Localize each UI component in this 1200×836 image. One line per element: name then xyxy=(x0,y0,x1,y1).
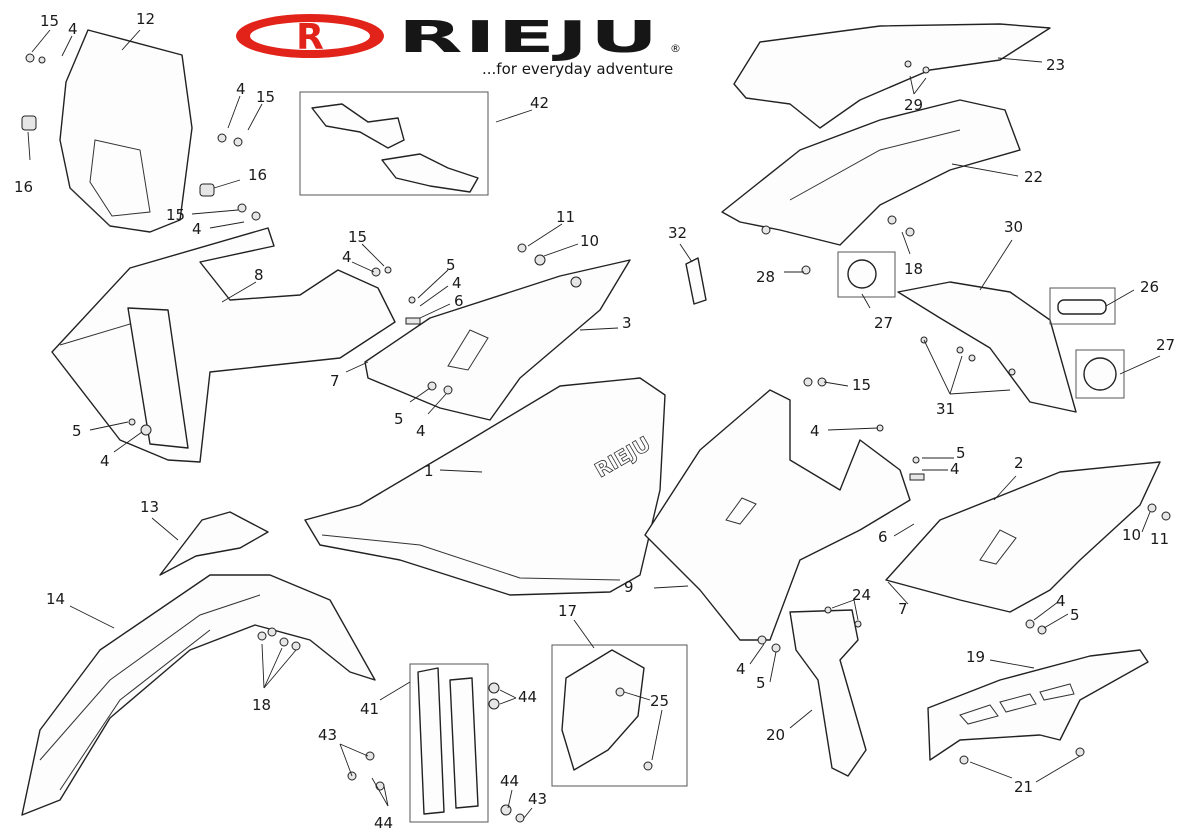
callout: 17 xyxy=(558,602,577,620)
part-8-left-radiator-scoop xyxy=(51,227,396,463)
part-12-headlight-mask xyxy=(59,29,193,233)
brand-name: RIEJU xyxy=(398,12,660,63)
callout: 1 xyxy=(424,462,434,480)
callout: 41 xyxy=(360,700,379,718)
part-32-clip xyxy=(685,257,707,305)
callout: 7 xyxy=(330,372,340,390)
callout: 19 xyxy=(966,648,985,666)
callout: 10 xyxy=(580,232,599,250)
callout: 6 xyxy=(454,292,464,310)
callout: 5 xyxy=(72,422,82,440)
callout: 10 xyxy=(1122,526,1141,544)
callout: 22 xyxy=(1024,168,1043,186)
callout: 5 xyxy=(446,256,456,274)
callout: 23 xyxy=(1046,56,1065,74)
callout: 43 xyxy=(528,790,547,808)
part-2-right-side-panel xyxy=(885,461,1161,613)
callout: 15 xyxy=(166,206,185,224)
callout: 31 xyxy=(936,400,955,418)
callout: 16 xyxy=(14,178,33,196)
callout: 21 xyxy=(1014,778,1033,796)
callout: 32 xyxy=(668,224,687,242)
callout: 43 xyxy=(318,726,337,744)
callout: 18 xyxy=(904,260,923,278)
callout: 12 xyxy=(136,10,155,28)
callout: 15 xyxy=(852,376,871,394)
callout: 44 xyxy=(500,772,519,790)
callout: 4 xyxy=(810,422,820,440)
callout: 6 xyxy=(878,528,888,546)
callout: 13 xyxy=(140,498,159,516)
leader-lines xyxy=(27,29,1161,819)
callout: 4 xyxy=(192,220,202,238)
callout: 16 xyxy=(248,166,267,184)
callout: 30 xyxy=(1004,218,1023,236)
callout: 4 xyxy=(416,422,426,440)
rieju-logo: R RIEJU ® ...for everyday adventure xyxy=(236,12,681,78)
callout: 4 xyxy=(1056,592,1066,610)
callout: 15 xyxy=(40,12,59,30)
part-9-right-radiator-scoop xyxy=(644,389,911,641)
callout: 15 xyxy=(256,88,275,106)
callout: 28 xyxy=(756,268,775,286)
callout: 7 xyxy=(898,600,908,618)
callout: 24 xyxy=(852,586,871,604)
callout: 42 xyxy=(530,94,549,112)
part-3-left-side-panel xyxy=(364,259,631,421)
callout: 20 xyxy=(766,726,785,744)
callout: 5 xyxy=(1070,606,1080,624)
callout-numbers: 15 4 12 4 15 16 16 15 4 42 8 15 4 5 4 6 … xyxy=(14,10,1175,832)
callout: 44 xyxy=(518,688,537,706)
part-20-chain-slider xyxy=(789,609,867,777)
hardware xyxy=(21,53,1171,823)
registered-mark: ® xyxy=(670,42,681,55)
callout: 8 xyxy=(254,266,264,284)
callout: 4 xyxy=(950,460,960,478)
callout: 2 xyxy=(1014,454,1024,472)
callout: 29 xyxy=(904,96,923,114)
callout: 27 xyxy=(874,314,893,332)
part-13-bracket xyxy=(159,511,269,576)
brand-tagline: ...for everyday adventure xyxy=(482,60,673,78)
callout: 18 xyxy=(252,696,271,714)
part-14-front-fender xyxy=(21,574,376,816)
part-30-taillight-bracket xyxy=(897,281,1077,413)
callout: 4 xyxy=(236,80,246,98)
callout: 11 xyxy=(556,208,575,226)
callout: 15 xyxy=(348,228,367,246)
callout: 44 xyxy=(374,814,393,832)
part-27-round-reflector-a xyxy=(837,251,896,298)
callout: 4 xyxy=(736,660,746,678)
callout: 5 xyxy=(756,674,766,692)
part-26-reflector xyxy=(1049,287,1116,325)
part-19-chain-guard xyxy=(927,649,1149,761)
callout: 4 xyxy=(452,274,462,292)
logo-letter: R xyxy=(296,17,324,58)
callout: 26 xyxy=(1140,278,1159,296)
callout: 25 xyxy=(650,692,669,710)
callout: 5 xyxy=(956,444,966,462)
callout: 4 xyxy=(68,20,78,38)
callout: 27 xyxy=(1156,336,1175,354)
callout: 4 xyxy=(342,248,352,266)
callout: 4 xyxy=(100,452,110,470)
part-42-handguards xyxy=(299,91,489,196)
callout: 9 xyxy=(624,578,634,596)
part-22-rear-subframe-cover xyxy=(721,99,1021,246)
part-23-rear-fender xyxy=(733,23,1051,129)
part-17-guard xyxy=(551,644,688,787)
part-41-fork-guards xyxy=(409,663,489,823)
callout: 3 xyxy=(622,314,632,332)
part-27-round-reflector-b xyxy=(1075,349,1125,399)
callout: 5 xyxy=(394,410,404,428)
callout: 14 xyxy=(46,590,65,608)
part-1-seat: RIEJU xyxy=(304,377,666,596)
callout: 11 xyxy=(1150,530,1169,548)
